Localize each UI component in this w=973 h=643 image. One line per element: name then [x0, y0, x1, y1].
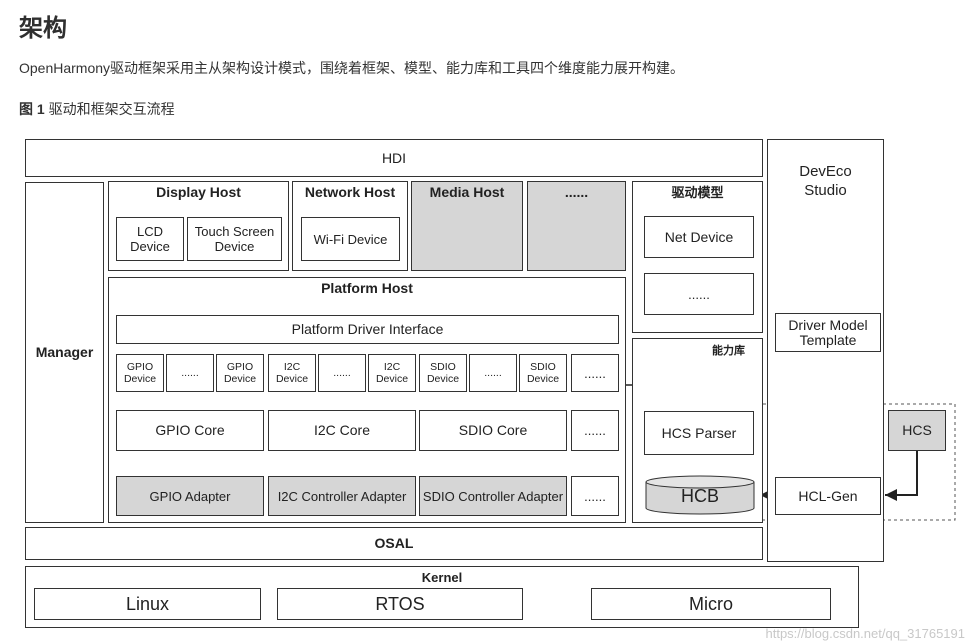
- wifi-device: Wi-Fi Device: [301, 217, 400, 261]
- gpio-device-label: GPIO Device: [223, 361, 257, 385]
- i2c-device-label: I2C Device: [275, 361, 309, 385]
- figure-label: 图 1: [19, 101, 45, 117]
- model-more: ......: [644, 273, 754, 315]
- sdio-core: SDIO Core: [419, 410, 567, 451]
- kernel-label: Kernel: [421, 570, 463, 585]
- device-more: ......: [571, 354, 619, 392]
- intro-paragraph: OpenHarmony驱动框架采用主从架构设计模式，围绕着框架、模型、能力库和工…: [19, 60, 685, 76]
- wifi-device-label: Wi-Fi Device: [313, 231, 388, 247]
- lcd-device-label: LCD Device: [130, 224, 170, 254]
- i2c-device-more: ......: [318, 354, 366, 392]
- i2c-controller-adapter-label: I2C Controller Adapter: [277, 488, 407, 504]
- sdio-controller-adapter: SDIO Controller Adapter: [419, 476, 567, 516]
- dots-label: ......: [584, 365, 606, 381]
- hcb-label: HCB: [680, 486, 719, 506]
- media-host: Media Host: [411, 181, 523, 271]
- dots-label: ......: [181, 367, 199, 379]
- net-device-label: Net Device: [664, 228, 734, 245]
- sdio-device-label: SDIO Device: [426, 361, 460, 385]
- figure-caption: 图 1 驱动和框架交互流程: [19, 99, 175, 119]
- sdio-device-1: SDIO Device: [419, 354, 467, 392]
- driver-model-template-label: Driver Model Template: [788, 316, 868, 348]
- hdi-layer: HDI: [25, 139, 763, 177]
- sdio-core-label: SDIO Core: [458, 422, 528, 438]
- linux-label: Linux: [125, 593, 170, 614]
- dots-label: ......: [584, 423, 606, 438]
- osal-label: OSAL: [374, 535, 414, 551]
- network-host-label: Network Host: [304, 184, 396, 200]
- platform-driver-interface: Platform Driver Interface: [116, 315, 619, 344]
- manager-block: Manager: [25, 182, 104, 523]
- sdio-device-more: ......: [469, 354, 517, 392]
- i2c-device-1: I2C Device: [268, 354, 316, 392]
- rtos-label: RTOS: [375, 593, 425, 614]
- i2c-controller-adapter: I2C Controller Adapter: [268, 476, 416, 516]
- capability-library-label: 能力库: [712, 345, 745, 357]
- dots-label: ......: [333, 367, 351, 379]
- kernel-rtos: RTOS: [277, 588, 523, 620]
- kernel-micro: Micro: [591, 588, 831, 620]
- gpio-adapter-label: GPIO Adapter: [149, 488, 231, 504]
- core-more: ......: [571, 410, 619, 451]
- more-hosts-label: ......: [564, 184, 589, 200]
- platform-host-label: Platform Host: [321, 280, 413, 296]
- lcd-device: LCD Device: [116, 217, 184, 261]
- page-title: 架构: [19, 15, 67, 42]
- i2c-core-label: I2C Core: [313, 422, 371, 438]
- sdio-device-label: SDIO Device: [526, 361, 560, 385]
- i2c-core: I2C Core: [268, 410, 416, 451]
- gpio-device-label: GPIO Device: [123, 361, 157, 385]
- gpio-core-label: GPIO Core: [155, 422, 225, 438]
- dots-label: ......: [584, 488, 606, 504]
- i2c-device-label: I2C Device: [375, 361, 409, 385]
- adapter-more: ......: [571, 476, 619, 516]
- dots-label: ......: [484, 367, 502, 379]
- hcl-gen: HCL-Gen: [775, 477, 881, 515]
- hcs-parser-label: HCS Parser: [661, 424, 737, 441]
- osal-layer: OSAL: [25, 527, 763, 560]
- kernel-linux: Linux: [34, 588, 261, 620]
- watermark: https://blog.csdn.net/qq_31765191: [765, 626, 966, 641]
- display-host-label: Display Host: [156, 184, 241, 200]
- gpio-device-more: ......: [166, 354, 214, 392]
- touch-screen-device: Touch Screen Device: [187, 217, 282, 261]
- driver-model-label: 驱动模型: [671, 185, 724, 200]
- deveco-studio-label: DevEco Studio: [799, 163, 852, 199]
- manager-label: Manager: [35, 344, 94, 360]
- gpio-adapter: GPIO Adapter: [116, 476, 264, 516]
- gpio-device-1: GPIO Device: [116, 354, 164, 392]
- net-device: Net Device: [644, 216, 754, 258]
- hcs: HCS: [888, 410, 946, 451]
- media-host-label: Media Host: [429, 184, 505, 200]
- figure-caption-text: 驱动和框架交互流程: [48, 101, 175, 117]
- touch-screen-device-label: Touch Screen Device: [194, 224, 275, 254]
- driver-model-template: Driver Model Template: [775, 313, 881, 352]
- hcl-gen-label: HCL-Gen: [798, 487, 858, 504]
- hdi-label: HDI: [381, 149, 407, 166]
- model-more-label: ......: [688, 286, 710, 302]
- sdio-device-2: SDIO Device: [519, 354, 567, 392]
- i2c-device-2: I2C Device: [368, 354, 416, 392]
- platform-driver-interface-label: Platform Driver Interface: [291, 321, 444, 337]
- micro-label: Micro: [689, 593, 733, 614]
- hcs-label: HCS: [902, 422, 932, 438]
- sdio-controller-adapter-label: SDIO Controller Adapter: [422, 488, 564, 504]
- gpio-core: GPIO Core: [116, 410, 264, 451]
- more-hosts: ......: [527, 181, 626, 271]
- hcs-parser: HCS Parser: [644, 411, 754, 455]
- gpio-device-2: GPIO Device: [216, 354, 264, 392]
